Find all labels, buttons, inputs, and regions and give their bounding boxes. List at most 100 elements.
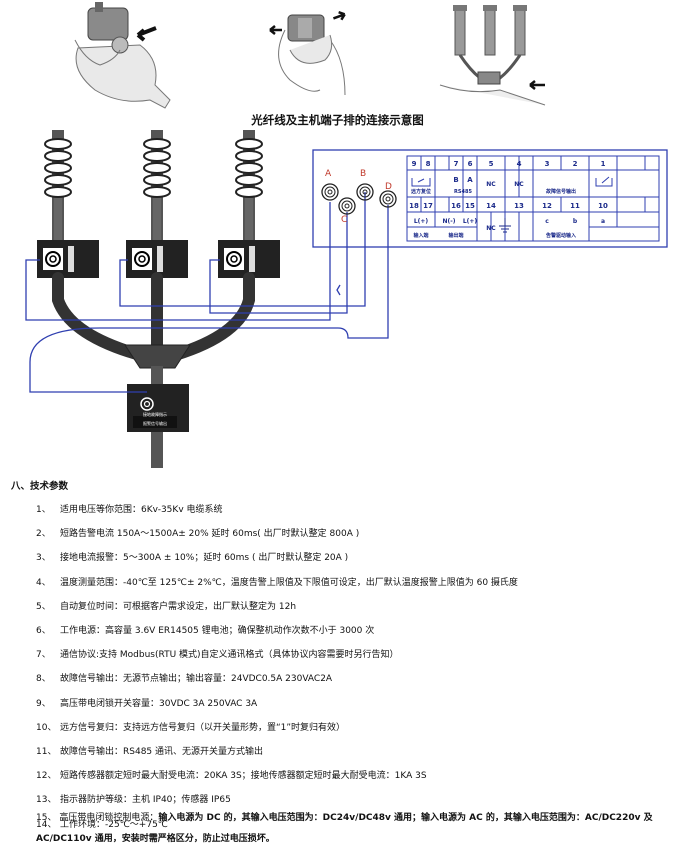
terminal-9-label: 9	[412, 160, 417, 168]
terminal-17-label: 17	[423, 202, 433, 210]
terminal-l-plus-1: L(+)	[414, 218, 429, 225]
cable-trifurcation	[52, 272, 255, 361]
terminal-13-label: 13	[514, 202, 524, 210]
spec-text: 通信协议:支持 Modbus(RTU 模式)自定义通讯格式（具体协议内容需要时另…	[60, 650, 399, 661]
spec-text: 接地电流报警：5～300A ± 10%；延时 60ms ( 出厂时默认整定 20…	[60, 553, 349, 564]
terminal-4-label: 4	[517, 160, 522, 168]
spec-item-10: 10、远方信号复归：支持远方信号复归（以开关量形势，置“1”时复归有效）	[36, 720, 345, 733]
trifurcation-boot	[124, 344, 191, 369]
zero-sensor-label-1: 接地故障指示	[143, 411, 167, 417]
terminal-18-label: 18	[409, 202, 419, 210]
ground-icon	[499, 218, 511, 233]
spec-item-12: 12、短路传感器额定短时最大耐受电流：20KA 3S；接地传感器额定短时最大耐受…	[36, 768, 427, 781]
spec-number: 6、	[36, 626, 51, 636]
spec-number: 4、	[36, 577, 51, 588]
terminal-7-label: 7	[454, 160, 459, 168]
terminal-b: b	[573, 218, 578, 225]
connector-a	[321, 183, 339, 201]
terminal-c: c	[545, 218, 549, 225]
spec-number: 3、	[36, 553, 51, 564]
terminal-3-label: 3	[545, 160, 550, 168]
spec-number: 11、	[36, 747, 57, 757]
terminal-10-label: 10	[598, 202, 608, 210]
spec-number: 10、	[36, 722, 57, 733]
rs485-label: RS485	[454, 189, 472, 195]
sensor-label-c: C	[341, 215, 347, 225]
spec-item-9: 9、高压带电闭锁开关容量：30VDC 3A 250VAC 3A	[36, 696, 257, 709]
terminal-15-label: 15	[465, 202, 475, 210]
sensor-label-b: B	[360, 169, 366, 179]
spec-15-number: 15、	[36, 813, 57, 823]
terminal-6-label: 6	[468, 160, 473, 168]
terminal-a: a	[601, 218, 605, 225]
cable-stalk-3	[235, 130, 263, 240]
cable-stalk-1	[44, 130, 72, 240]
terminal-12-label: 12	[542, 202, 552, 210]
spec-item-13: 13、指示器防护等级：主机 IP40；传感器 IP65	[36, 792, 231, 805]
spec-text: 短路传感器额定短时最大耐受电流：20KA 3S；接地传感器额定短时最大耐受电流：…	[60, 771, 427, 782]
spec-item-4: 4、温度测量范围：-40℃至 125℃± 2%℃，温度告警上限值及下限值可设定，…	[36, 575, 518, 588]
spec-number: 2、	[36, 529, 51, 540]
terminal-2-label: 2	[573, 160, 578, 168]
sensor-label-d: D	[385, 182, 392, 192]
spec-number: 8、	[36, 674, 51, 685]
terminal-11-label: 11	[570, 202, 580, 210]
spec-item-6: 6、工作电源：高容量 3.6V ER14505 锂电池；确保整机动作次数不小于 …	[36, 623, 374, 636]
terminal-8-label: 8	[426, 160, 431, 168]
connector-b	[356, 183, 374, 201]
diagram-title: 光纤线及主机端子排的连接示意图	[251, 113, 424, 127]
installation-illustrations	[74, 2, 546, 109]
spec-number: 1、	[36, 505, 51, 515]
sensor-label-a: A	[325, 169, 332, 179]
spec-item-14: 14、工作环境：-25℃～+75℃	[36, 817, 168, 830]
spec-text: 指示器防护等级：主机 IP40；传感器 IP65	[60, 795, 231, 806]
spec-item-1: 1、适用电压等你范围：6Kv-35Kv 电缆系统	[36, 502, 223, 515]
phase-sensor-3	[218, 240, 280, 278]
terminal-n-minus: N(-)	[443, 218, 456, 225]
main-cable-lower	[151, 432, 163, 468]
spec-text: 工作环境：-25℃～+75℃	[60, 819, 168, 830]
spec-number: 14、	[36, 819, 57, 830]
terminal-4-nc: NC	[514, 181, 524, 188]
spec-item-2: 2、短路告警电流 150A～1500A± 20% 延时 60ms( 出厂时默认整…	[36, 526, 359, 539]
terminal-5-nc: NC	[486, 181, 496, 188]
terminal-16-label: 16	[451, 202, 461, 210]
input-end-label: 输入端	[413, 232, 428, 239]
output-end-label: 输出端	[448, 232, 463, 239]
terminal-5-label: 5	[489, 160, 494, 168]
spec-item-11: 11、故障信号输出：RS485 通讯、无源开关量方式输出	[36, 744, 263, 757]
install-step-3-illustration	[439, 5, 546, 106]
spec-text: 适用电压等你范围：6Kv-35Kv 电缆系统	[60, 505, 223, 515]
terminal-l-plus-2: L(+)	[463, 218, 478, 225]
spec-item-5: 5、自动复位时间：可根据客户需求设定，出厂默认整定为 12h	[36, 599, 296, 612]
connection-diagram: A B C D 9 8 7 6 5	[25, 130, 668, 468]
terminal-1-label: 1	[601, 160, 606, 168]
cable-stalk-2	[143, 130, 171, 240]
install-step-2-illustration	[269, 11, 346, 96]
spec-15-prefix: 高压带电闭锁控制电源：	[59, 813, 159, 823]
spec-item-3: 3、接地电流报警：5～300A ± 10%；延时 60ms ( 出厂时默认整定 …	[36, 550, 348, 563]
section-title: 八、技术参数	[11, 481, 69, 492]
spec-item-7: 7、通信协议:支持 Modbus(RTU 模式)自定义通讯格式（具体协议内容需要…	[36, 647, 399, 660]
spec-text: 温度测量范围：-40℃至 125℃± 2%℃，温度告警上限值及下限值可设定，出厂…	[60, 577, 518, 588]
spec-text: 高压带电闭锁开关容量：30VDC 3A 250VAC 3A	[60, 698, 258, 709]
spec-number: 12、	[36, 771, 57, 782]
fiber-lines	[25, 192, 389, 393]
spec-15-bold-text: 输入电源为 DC 的，其输入电压范围为：DC24v/DC48v 通用；输入电源为…	[36, 813, 653, 844]
host-unit-outline	[312, 149, 668, 248]
terminal-rs485-a: A	[467, 176, 473, 184]
spec-number: 7、	[36, 650, 51, 661]
phase-sensor-2	[126, 240, 188, 278]
spec-text: 短路告警电流 150A～1500A± 20% 延时 60ms( 出厂时默认整定 …	[60, 529, 360, 540]
spec-item-8: 8、故障信号输出：无源节点输出；输出容量：24VDC0.5A 230VAC2A	[36, 671, 332, 684]
spec-number: 13、	[36, 795, 57, 806]
spec-item-15: 15、 高压带电闭锁控制电源：输入电源为 DC 的，其输入电压范围为：DC24v…	[36, 808, 668, 850]
alarm-drive-input-label: 告警驱动输入	[546, 232, 576, 239]
spec-text: 工作电源：高容量 3.6V ER14505 锂电池；确保整机动作次数不小于 30…	[60, 626, 375, 636]
main-cable-upper	[151, 366, 163, 384]
spec-number: 5、	[36, 601, 51, 612]
connector-c	[338, 197, 356, 215]
spec-text: 远方信号复归：支持远方信号复归（以开关量形势，置“1”时复归有效）	[60, 722, 346, 733]
terminal-14-nc: NC	[486, 225, 496, 232]
terminal-rs485-b: B	[453, 176, 458, 184]
